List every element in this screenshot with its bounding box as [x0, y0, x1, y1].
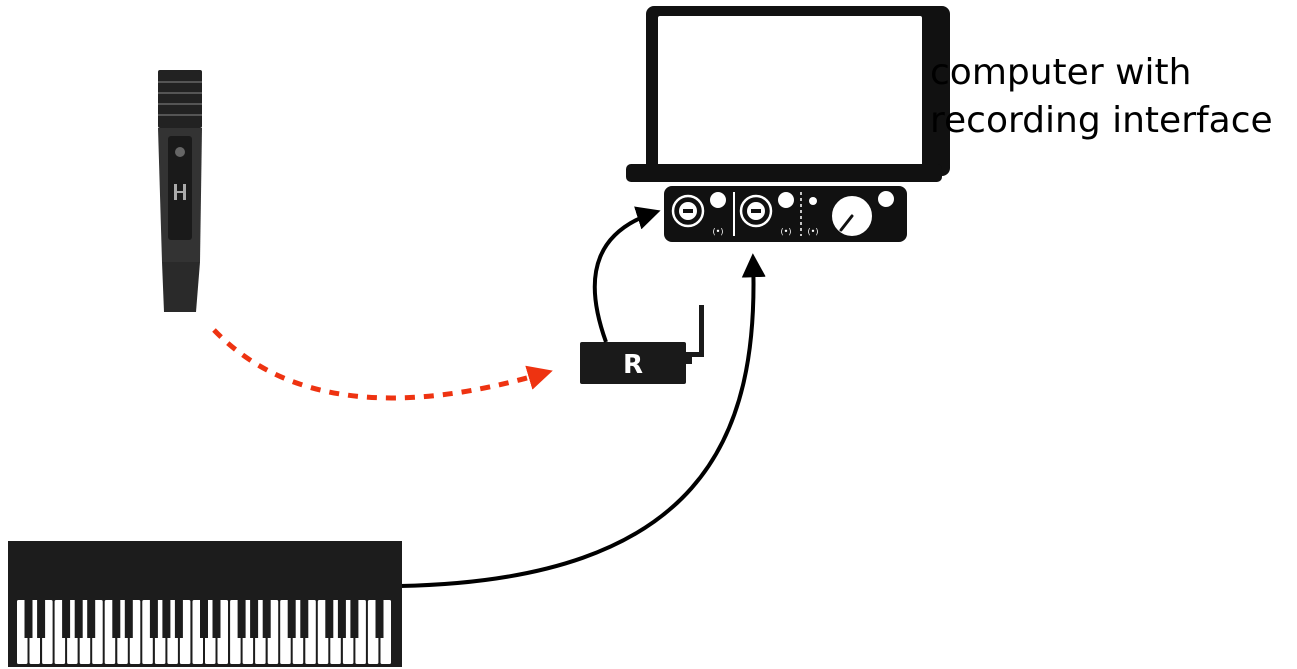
computer-label-line-2: recording interface [930, 100, 1273, 141]
black-key [24, 600, 33, 638]
black-key [162, 600, 171, 638]
channel-3-indicator: (•) [808, 227, 819, 236]
wireless-receiver-icon: R [580, 305, 704, 384]
black-key [287, 600, 296, 638]
channel-1-indicator: (•) [713, 227, 724, 236]
gain-knob-1-icon [708, 190, 728, 210]
black-key [250, 600, 259, 638]
channel-2-indicator: (•) [781, 227, 792, 236]
black-key [37, 600, 46, 638]
keyboard-to-interface-cable [399, 253, 766, 588]
receiver-label: R [623, 350, 643, 380]
wireless-signal-link [212, 328, 553, 401]
volume-knob-icon [830, 194, 874, 238]
black-key [350, 600, 359, 638]
xlr-input-2-icon [739, 194, 773, 228]
black-key [337, 600, 346, 638]
black-key [112, 600, 121, 638]
black-key [124, 600, 133, 638]
black-key [74, 600, 83, 638]
black-key [149, 600, 158, 638]
wireless-microphone-icon [158, 70, 202, 312]
xlr-input-1-icon [671, 194, 705, 228]
piano-keyboard-icon [8, 541, 402, 667]
black-key [375, 600, 384, 638]
black-key [325, 600, 334, 638]
laptop-icon [626, 6, 950, 182]
black-key [262, 600, 271, 638]
black-key [300, 600, 309, 638]
computer-label-line-1: computer with [930, 52, 1191, 93]
receiver-to-interface-cable [592, 206, 661, 343]
audio-interface-icon: (•) (•) (•) [664, 186, 907, 242]
black-key [87, 600, 96, 638]
gain-knob-2-icon [776, 190, 796, 210]
black-key [62, 600, 71, 638]
black-key [212, 600, 221, 638]
led-icon [809, 197, 817, 205]
black-key [174, 600, 183, 638]
black-key [237, 600, 246, 638]
black-key [200, 600, 208, 638]
headphone-knob-icon [876, 189, 896, 209]
